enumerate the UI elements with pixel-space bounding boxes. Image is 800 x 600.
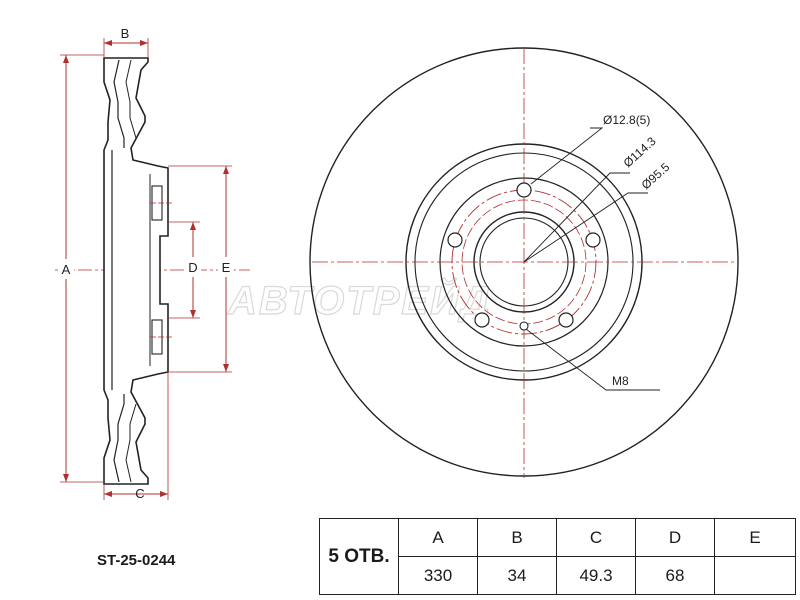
dim-c-label: C — [135, 486, 144, 501]
spec-header-d: D — [635, 518, 715, 557]
spec-header-row: 5 ОТВ. A B C D E — [319, 518, 796, 595]
spec-value-b: 34 — [477, 556, 557, 595]
spec-value-a: 330 — [398, 556, 478, 595]
dim-a-label: A — [62, 262, 71, 277]
spec-value-c: 49.3 — [556, 556, 636, 595]
spec-value-d: 68 — [635, 556, 715, 595]
callout-pcd: Ø114.3 — [621, 134, 659, 170]
leader-pcd — [523, 172, 630, 263]
threaded-hole — [519, 321, 529, 331]
disc-profile — [103, 57, 169, 485]
leader-center-bore — [523, 192, 648, 263]
vent-line-top — [113, 59, 125, 148]
dim-e-label-bg — [218, 257, 234, 277]
watermark: АВТОТРЕЙД — [227, 276, 492, 323]
spec-value-e — [714, 556, 796, 595]
dim-e-label: E — [222, 260, 231, 275]
bolt-hole-1 — [516, 182, 532, 198]
dim-d-label-bg — [185, 257, 201, 277]
callout-center-bore: Ø95.5 — [639, 160, 673, 192]
leader-thread — [525, 328, 660, 391]
callout-thread: M8 — [612, 374, 629, 388]
holes-count-label: 5 ОТВ. — [319, 518, 399, 595]
dim-c-arrows — [104, 491, 168, 497]
spec-table: 5 ОТВ. A B C D E 330 34 49.3 68 — [319, 518, 796, 595]
bolt-hole-3 — [558, 312, 574, 328]
bolt-hole-4 — [474, 312, 490, 328]
spec-header-c: C — [556, 518, 636, 557]
dim-b-label: B — [121, 26, 130, 41]
spec-header-b: B — [477, 518, 557, 557]
bolt-hole-2 — [585, 232, 601, 248]
spec-value-row: 330 34 49.3 68 — [320, 556, 796, 595]
spec-header-e: E — [714, 518, 796, 557]
vent-line-top-2 — [125, 59, 137, 139]
dim-a-label-bg — [58, 259, 74, 279]
vent-line-bottom-2 — [125, 403, 137, 483]
side-view: A B C D E — [55, 26, 250, 501]
bolt-hole-5 — [447, 232, 463, 248]
dim-d-label: D — [188, 260, 197, 275]
leader-hole-diameter — [530, 127, 604, 185]
vent-line-bottom — [113, 394, 125, 483]
technical-drawing: АВТОТРЕЙД A B — [55, 26, 739, 501]
spec-header-a: A — [398, 518, 478, 557]
callout-hole-diameter: Ø12.8(5) — [603, 113, 650, 127]
part-number: ST-25-0244 — [97, 552, 176, 569]
front-view: Ø12.8(5) Ø114.3 Ø95.5 M8 — [309, 47, 739, 478]
